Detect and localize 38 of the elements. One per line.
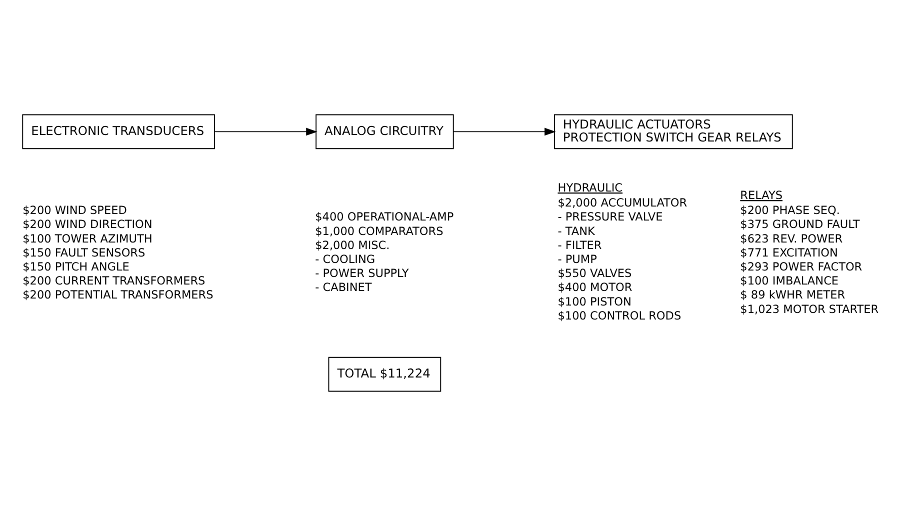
label: $100 CONTROL RODS xyxy=(558,309,682,322)
node-box: ANALOG CIRCUITRY xyxy=(316,114,454,150)
label: - COOLING xyxy=(315,252,376,266)
label: $293 POWER FACTOR xyxy=(740,260,862,274)
label: $400 MOTOR xyxy=(558,281,632,294)
label: - FILTER xyxy=(558,238,602,252)
label: - POWER SUPPLY xyxy=(315,267,409,280)
label: $200 WIND SPEED xyxy=(22,204,127,218)
label: $550 VALVES xyxy=(558,267,632,280)
arrow xyxy=(214,128,318,136)
label: $400 OPERATIONAL-AMP xyxy=(315,210,454,224)
label: $1,023 MOTOR STARTER xyxy=(740,302,879,316)
label: $623 REV. POWER xyxy=(740,232,843,246)
label: $200 POTENTIAL TRANSFORMERS xyxy=(22,288,214,302)
label: $771 EXCITATION xyxy=(740,246,838,260)
label: $ 89 kWHR METER xyxy=(740,288,846,302)
label: $200 CURRENT TRANSFORMERS xyxy=(22,274,206,288)
label: - PUMP xyxy=(558,252,597,266)
label: $200 PHASE SEQ. xyxy=(740,204,840,218)
label: $2,000 MISC. xyxy=(315,238,390,252)
node-box: ELECTRONIC TRANSDUCERS xyxy=(22,114,215,150)
label: $100 IMBALANCE xyxy=(740,274,839,288)
label: - CABINET xyxy=(315,281,372,294)
label: $1,000 COMPARATORS xyxy=(315,224,444,238)
label: HYDRAULIC xyxy=(558,182,623,194)
label: $100 TOWER AZIMUTH xyxy=(22,232,152,246)
label: - TANK xyxy=(558,224,595,238)
label: RELAYS xyxy=(740,189,783,202)
label: $200 WIND DIRECTION xyxy=(22,218,152,232)
label: $375 GROUND FAULT xyxy=(740,218,860,232)
label: $150 FAULT SENSORS xyxy=(22,246,146,260)
label: $100 PISTON xyxy=(558,295,632,308)
node-box: HYDRAULIC ACTUATORS PROTECTION SWITCH GEAR RELAYS xyxy=(554,114,793,150)
node-box: TOTAL $11,224 xyxy=(328,356,442,392)
label: $2,000 ACCUMULATOR xyxy=(558,196,688,210)
arrow xyxy=(453,128,556,136)
label: $150 PITCH ANGLE xyxy=(22,260,130,274)
label: - PRESSURE VALVE xyxy=(558,210,663,224)
